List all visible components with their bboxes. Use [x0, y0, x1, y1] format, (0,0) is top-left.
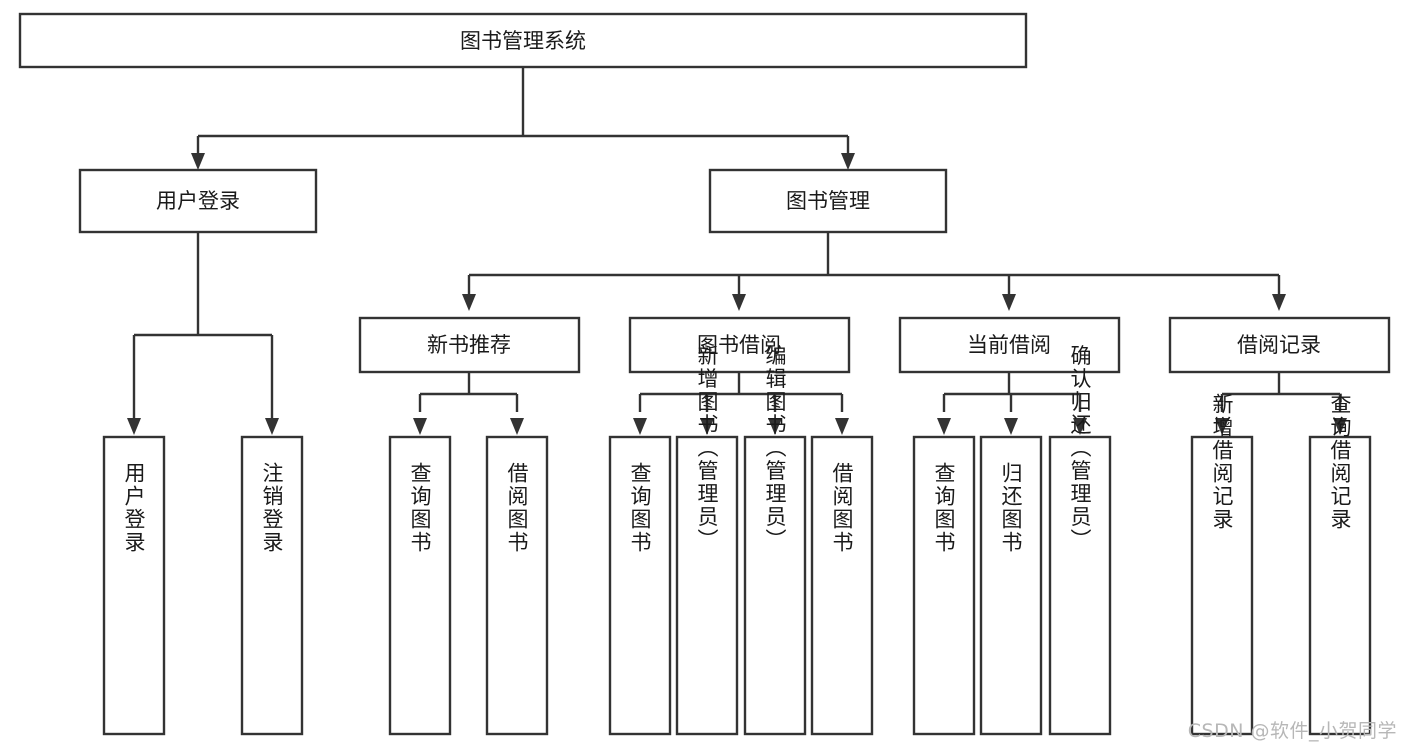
leaf-return-book-label: 归还图书 — [999, 462, 1023, 554]
arrow-to-leaf-query-book-1 — [413, 418, 427, 435]
leaf-borrow-book-1-label: 借阅图书 — [505, 462, 529, 554]
leaf-confirm-return-label: 确认归还（管理员） — [1068, 345, 1092, 552]
edges-new-book-to-leaves — [413, 372, 524, 435]
arrow-to-current-borrow — [1002, 294, 1016, 311]
arrow-to-leaf-user-login — [127, 418, 141, 435]
leaf-query-book-2[interactable]: 查询图书 — [608, 435, 672, 736]
leaf-query-book-1[interactable]: 查询图书 — [388, 435, 452, 736]
node-book-borrow-label: 图书借阅 — [697, 333, 781, 357]
leaf-confirm-return[interactable]: 确认归还（管理员） — [1048, 345, 1112, 736]
leaf-query-book-3[interactable]: 查询图书 — [912, 435, 976, 736]
node-book-management-label: 图书管理 — [786, 189, 870, 213]
edges-book-management-to-tier3 — [462, 232, 1286, 311]
arrow-to-leaf-borrow-book-1 — [510, 418, 524, 435]
csdn-watermark: CSDN @软件_小贺同学 — [1187, 720, 1397, 742]
node-root[interactable]: 图书管理系统 — [18, 12, 1028, 69]
leaf-add-record[interactable]: 新增借阅记录 — [1190, 393, 1254, 736]
node-borrow-record-label: 借阅记录 — [1237, 333, 1321, 357]
arrow-to-new-book-recommend — [462, 294, 476, 311]
leaf-query-record[interactable]: 查询借阅记录 — [1308, 393, 1372, 736]
node-borrow-record[interactable]: 借阅记录 — [1168, 316, 1391, 374]
arrow-to-leaf-query-book-2 — [633, 418, 647, 435]
edges-borrow-record-to-leaves — [1215, 372, 1347, 435]
leaf-add-book[interactable]: 新增图书（管理员） — [675, 345, 739, 736]
arrow-to-book-management — [841, 153, 855, 170]
leaf-user-login-label: 用户登录 — [122, 462, 146, 554]
arrow-to-leaf-query-book-3 — [937, 418, 951, 435]
arrow-to-book-borrow — [732, 294, 746, 311]
node-book-management[interactable]: 图书管理 — [708, 168, 948, 234]
edges-root-to-tier2 — [191, 67, 855, 170]
node-book-borrow[interactable]: 图书借阅 — [628, 316, 851, 374]
edges-book-borrow-to-leaves — [633, 372, 849, 435]
leaf-edit-book[interactable]: 编辑图书（管理员） — [743, 345, 807, 736]
leaf-query-book-3-label: 查询图书 — [932, 462, 956, 554]
leaf-add-book-label: 新增图书（管理员） — [695, 345, 719, 552]
leaf-edit-book-label: 编辑图书（管理员） — [763, 345, 787, 552]
arrow-to-borrow-record — [1272, 294, 1286, 311]
leaf-query-book-1-label: 查询图书 — [408, 462, 432, 554]
node-current-borrow[interactable]: 当前借阅 — [898, 316, 1121, 374]
leaf-add-record-label: 新增借阅记录 — [1210, 393, 1234, 531]
arrow-to-leaf-borrow-book-2 — [835, 418, 849, 435]
arrow-to-leaf-logout — [265, 418, 279, 435]
node-root-label: 图书管理系统 — [460, 29, 586, 53]
node-current-borrow-label: 当前借阅 — [967, 333, 1051, 357]
leaf-user-login[interactable]: 用户登录 — [102, 435, 166, 736]
edges-user-login-to-leaves — [127, 232, 279, 435]
leaf-borrow-book-2[interactable]: 借阅图书 — [810, 435, 874, 736]
arrow-to-user-login — [191, 153, 205, 170]
node-new-book-recommend[interactable]: 新书推荐 — [358, 316, 581, 374]
leaf-borrow-book-2-label: 借阅图书 — [830, 462, 854, 554]
leaf-query-record-label: 查询借阅记录 — [1328, 393, 1352, 531]
leaf-logout[interactable]: 注销登录 — [240, 435, 304, 736]
node-user-login[interactable]: 用户登录 — [78, 168, 318, 234]
leaf-logout-label: 注销登录 — [260, 462, 284, 554]
leaf-borrow-book-1[interactable]: 借阅图书 — [485, 435, 549, 736]
leaf-query-book-2-label: 查询图书 — [628, 462, 652, 554]
node-new-book-recommend-label: 新书推荐 — [427, 333, 511, 357]
node-user-login-label: 用户登录 — [156, 189, 240, 213]
arrow-to-leaf-return-book — [1004, 418, 1018, 435]
leaf-return-book[interactable]: 归还图书 — [979, 435, 1043, 736]
edges-current-borrow-to-leaves — [937, 372, 1087, 435]
